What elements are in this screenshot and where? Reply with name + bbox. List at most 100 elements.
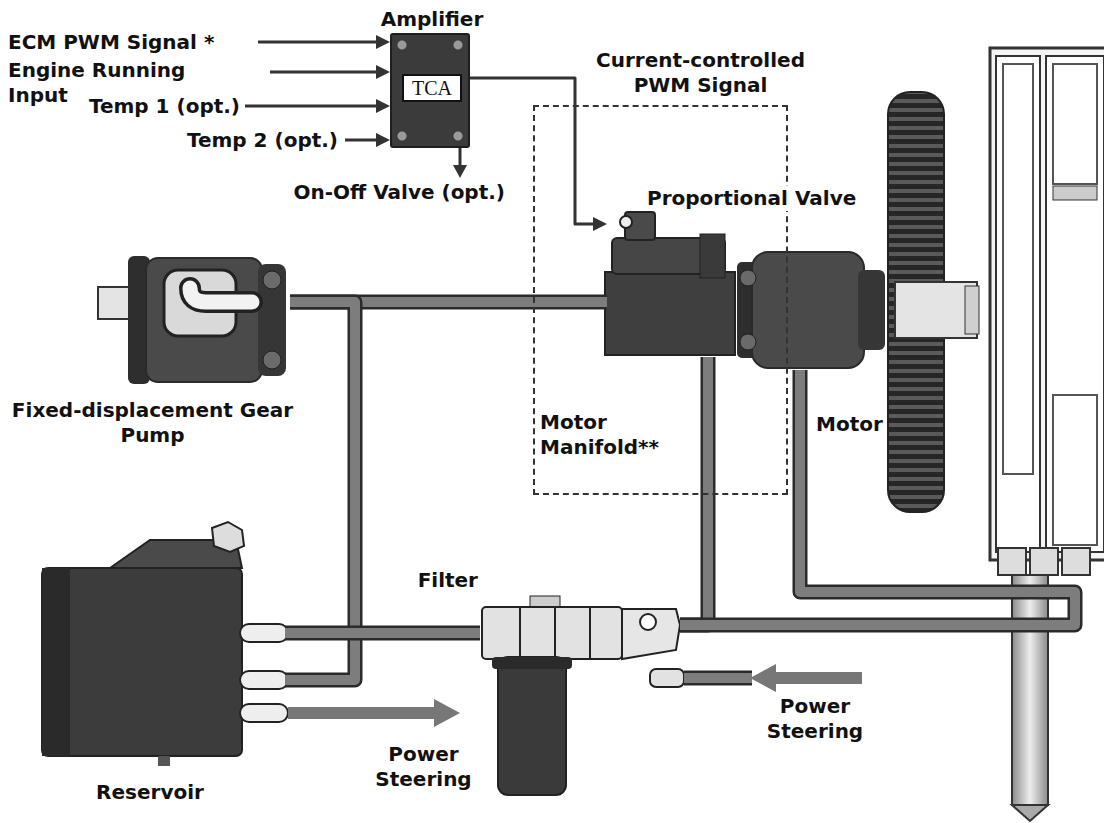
reservoir-node: Reservoir <box>40 560 285 760</box>
filter-part <box>589 607 591 659</box>
signal-label: Temp 1 (opt.) <box>89 94 240 119</box>
radiator-cooler-part <box>990 48 1104 560</box>
radiator-cooler-part <box>998 548 1026 575</box>
region-label: Motor Manifold** <box>540 410 690 460</box>
radiator-cooler-part <box>1053 395 1097 545</box>
valve-node: Proportional Valve <box>607 212 737 357</box>
gear-pump-part <box>258 264 286 376</box>
reservoir-part <box>42 568 70 756</box>
signal-arrow-part <box>376 65 390 79</box>
filter-part <box>622 609 680 659</box>
power-steering-arrow-part <box>684 671 752 686</box>
power-steering-arrow-part <box>774 672 862 684</box>
gear-pump <box>98 256 286 384</box>
reservoir <box>42 522 288 766</box>
component-label: Filter <box>408 568 478 593</box>
hydraulic-motor-part <box>740 270 756 286</box>
filter-part <box>554 607 556 659</box>
hydraulic-hose <box>285 302 355 680</box>
hydraulic-motor-part <box>858 270 885 350</box>
filter-part <box>650 669 684 687</box>
filter-part <box>482 607 622 659</box>
connector-line <box>680 370 1075 625</box>
filter <box>482 596 684 795</box>
filter-part <box>519 607 521 659</box>
filter-part <box>492 657 572 669</box>
manifold-region: Motor Manifold** Proportional Valve <box>533 105 788 495</box>
power-steering-arrow-part <box>288 707 436 719</box>
radiator-cooler-part <box>1046 56 1104 552</box>
filter-part <box>498 657 566 795</box>
radiator-cooler-part <box>1003 64 1033 474</box>
hydraulic-motor-part <box>740 334 756 350</box>
gear-pump-part <box>146 258 262 382</box>
gear-pump-part <box>263 351 281 369</box>
power-steering-arrow-part <box>684 673 752 683</box>
gear-pump-part <box>190 288 252 302</box>
component-label: Reservoir <box>85 780 215 805</box>
connector-label: Current-controlled PWM Signal <box>583 48 818 98</box>
reservoir-part <box>240 671 288 689</box>
power-steering-arrow-part <box>434 699 460 727</box>
arrow-head <box>593 217 607 231</box>
component-label: Fixed-displacement Gear Pump <box>10 398 295 448</box>
hydraulic-motor <box>737 252 885 368</box>
connector-line <box>680 357 708 625</box>
hydraulic-hose <box>285 633 480 634</box>
amplifier-tag: TCA <box>402 74 462 102</box>
amplifier-box: AmplifierTCA <box>390 33 470 148</box>
radiator-cooler-part <box>1053 186 1097 200</box>
signal-arrow-part <box>270 71 378 74</box>
hydraulic-hose <box>680 370 1075 625</box>
signal-label: Temp 2 (opt.) <box>187 128 338 153</box>
signal-label: Power Steering <box>361 742 486 792</box>
radiator-cooler-part <box>1012 805 1048 821</box>
filter-node: Filter <box>480 605 680 800</box>
cooling-fan <box>888 92 979 512</box>
radiator-cooler-part <box>1030 548 1058 575</box>
signal-arrow-part <box>345 139 378 142</box>
signal-label: On-Off Valve (opt.) <box>293 180 505 205</box>
reservoir-part <box>158 756 170 766</box>
radiator-cooler-part <box>1062 548 1090 575</box>
connector-line <box>680 357 708 625</box>
radiator-cooler-part <box>1053 64 1097 184</box>
component-label: Motor <box>816 412 886 437</box>
signal-arrow-part <box>376 35 390 49</box>
connector-line <box>285 626 480 641</box>
signal-arrow-part <box>376 133 390 147</box>
motor-node: Motor <box>735 250 885 370</box>
proportional-valve-part <box>620 216 632 228</box>
connector-line <box>285 302 355 680</box>
reservoir-part <box>240 704 288 722</box>
radiator-cooler-part <box>996 56 1040 552</box>
cooling-fan-part <box>965 286 979 334</box>
signal-arrow-part <box>258 41 378 44</box>
connector-line <box>285 302 355 680</box>
reservoir-part <box>240 624 288 642</box>
gear-pump-part <box>263 271 281 289</box>
power-steering-arrow-part <box>750 664 776 692</box>
signal-arrow-part <box>453 165 467 178</box>
radiator-cooler-part <box>1012 575 1048 805</box>
signal-label: ECM PWM Signal * <box>8 30 214 55</box>
proportional-valve-part <box>605 272 735 355</box>
signal-arrow-part <box>376 99 390 113</box>
radiator-cooler <box>990 48 1104 821</box>
component-label: Proportional Valve <box>647 186 877 211</box>
gear-pump-part <box>190 288 252 302</box>
connector-line <box>680 370 1075 625</box>
proportional-valve-part <box>700 234 725 278</box>
pump-node: Fixed-displacement Gear Pump <box>105 250 290 390</box>
reservoir-part <box>212 522 244 552</box>
reservoir-part <box>42 568 242 756</box>
proportional-valve <box>605 212 735 355</box>
hydraulic-motor-part <box>752 252 864 368</box>
signal-arrow-part <box>459 148 462 166</box>
hydraulic-hose <box>680 357 708 625</box>
signal-label: Power Steering <box>750 694 880 744</box>
signal-arrow-part <box>245 105 378 108</box>
connector-line <box>285 628 480 638</box>
signal-wire <box>470 78 607 231</box>
